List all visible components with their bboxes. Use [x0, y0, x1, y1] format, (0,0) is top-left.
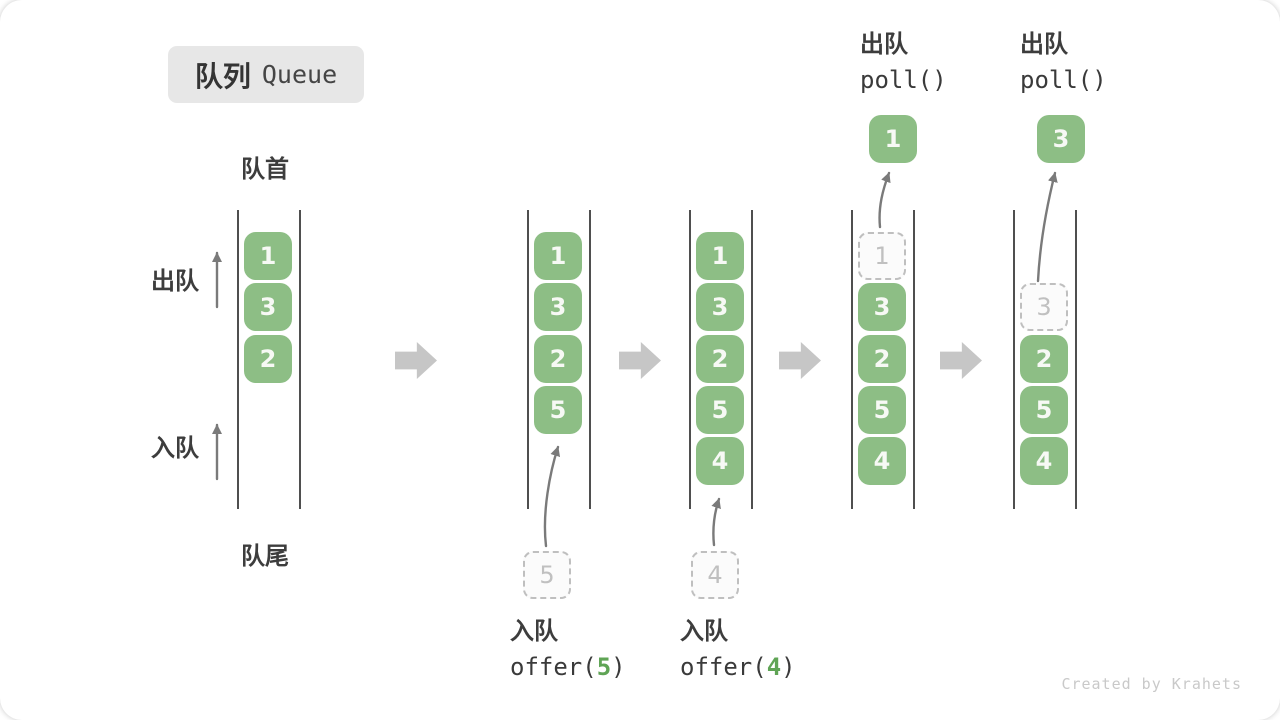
queue-wall-left [689, 210, 691, 509]
queue-item: 2 [696, 335, 744, 383]
op-fn: poll() [1020, 66, 1107, 94]
op-code-label: offer(4) [680, 652, 796, 682]
queue-item-removed: 1 [858, 232, 906, 280]
stage-transition-arrow-icon [619, 342, 661, 379]
outgoing-item: 3 [1037, 115, 1085, 163]
queue-item-removed: 3 [1020, 283, 1068, 331]
op-fn: poll() [860, 66, 947, 94]
queue-wall-right [299, 210, 301, 509]
outgoing-arrow-poll-3-icon [1036, 171, 1058, 283]
queue-wall-left [237, 210, 239, 509]
queue-item: 2 [244, 335, 292, 383]
queue-item: 1 [244, 232, 292, 280]
queue-item: 3 [244, 283, 292, 331]
op-code-label: offer(5) [510, 652, 626, 682]
queue-item: 1 [534, 232, 582, 280]
queue-item: 4 [1020, 437, 1068, 485]
queue-front-label: 队首 [241, 155, 289, 183]
queue-item: 1 [696, 232, 744, 280]
title-label-en: Queue [261, 60, 338, 89]
queue-item: 3 [858, 283, 906, 331]
stage-transition-arrow-icon [940, 342, 982, 379]
queue-item: 5 [534, 386, 582, 434]
queue-item: 2 [534, 335, 582, 383]
op-arg: 4 [766, 653, 782, 681]
op-code-label: poll() [1020, 65, 1107, 95]
queue-wall-left [1013, 210, 1015, 509]
op-zh-label: 入队 [510, 617, 558, 645]
dequeue-side-label: 出队 [151, 267, 199, 295]
stage-transition-arrow-icon [779, 342, 821, 379]
op-close: ) [781, 653, 796, 681]
queue-wall-right [589, 210, 591, 509]
queue-item: 3 [696, 283, 744, 331]
incoming-item: 4 [691, 551, 739, 599]
op-arg: 5 [596, 653, 612, 681]
op-label-offer-5: 入队 offer(5) [510, 616, 626, 682]
outgoing-item: 1 [869, 115, 917, 163]
queue-item: 4 [858, 437, 906, 485]
queue-item: 2 [858, 335, 906, 383]
op-close: ) [611, 653, 626, 681]
op-fn: offer( [680, 653, 767, 681]
title-label-zh: 队列 [194, 59, 251, 93]
queue-item: 3 [534, 283, 582, 331]
op-label-poll-1: 出队 poll() [860, 29, 947, 95]
incoming-arrow-offer-4-icon [711, 497, 721, 547]
op-fn: offer( [510, 653, 597, 681]
op-zh-label: 入队 [680, 617, 728, 645]
watermark: Created by Krahets [1061, 675, 1242, 693]
title-box: 队列 Queue [168, 46, 364, 103]
queue-wall-right [913, 210, 915, 509]
enqueue-side-label: 入队 [151, 434, 199, 462]
queue-wall-right [1075, 210, 1077, 509]
queue-item: 5 [696, 386, 744, 434]
op-code-label: poll() [860, 65, 947, 95]
stage-transition-arrow-icon [395, 342, 437, 379]
incoming-arrow-offer-5-icon [543, 445, 561, 548]
queue-item: 4 [696, 437, 744, 485]
queue-item: 2 [1020, 335, 1068, 383]
op-zh-label: 出队 [1020, 30, 1068, 58]
op-zh-label: 出队 [860, 30, 908, 58]
op-label-poll-3: 出队 poll() [1020, 29, 1107, 95]
queue-wall-right [751, 210, 753, 509]
queue-item: 5 [858, 386, 906, 434]
op-label-offer-4: 入队 offer(4) [680, 616, 796, 682]
queue-item: 5 [1020, 386, 1068, 434]
queue-wall-left [851, 210, 853, 509]
queue-wall-left [527, 210, 529, 509]
outgoing-arrow-poll-1-icon [878, 171, 891, 229]
incoming-item: 5 [523, 551, 571, 599]
queue-rear-label: 队尾 [241, 542, 289, 570]
